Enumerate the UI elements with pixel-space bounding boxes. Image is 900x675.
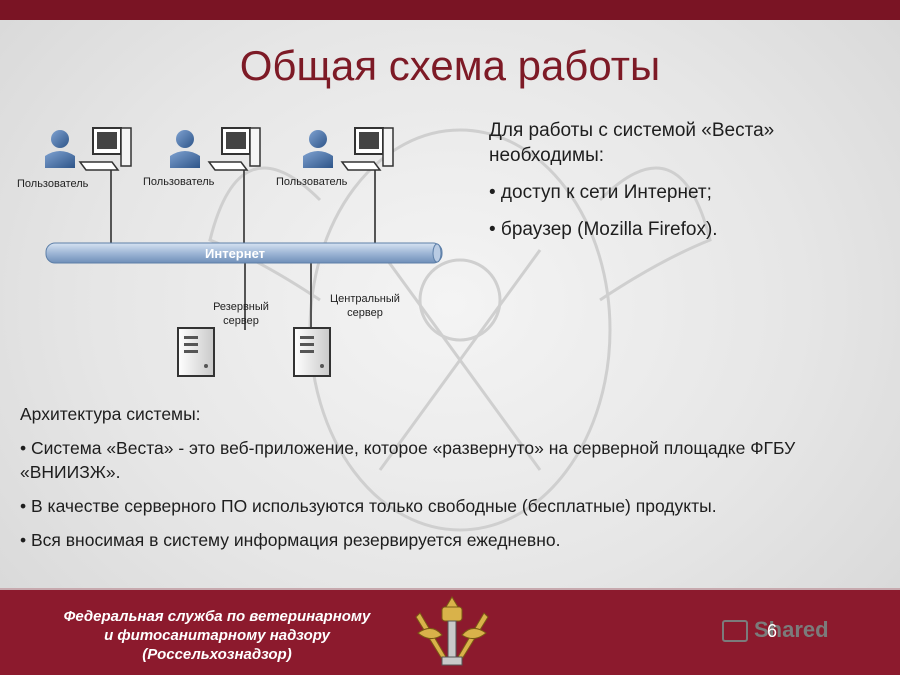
internet-pipe (45, 242, 443, 264)
user-label: Пользователь (143, 176, 215, 188)
footer-divider (0, 588, 900, 590)
user-icon (303, 130, 333, 168)
backup-server-icon (177, 327, 215, 377)
user-label: Пользователь (276, 176, 348, 188)
user-workstation-1 (45, 127, 132, 171)
architecture-item: • Вся вносимая в систему информация резе… (20, 530, 561, 550)
internet-label: Интернет (205, 246, 266, 261)
architecture-item: • Система «Веста» - это веб-приложение, … (20, 438, 796, 482)
agency-name: Федеральная служба по ветеринарному и фи… (63, 608, 371, 663)
user-workstation-2 (170, 127, 261, 171)
computer-icon (207, 127, 261, 171)
watermark-logo: Shared (722, 617, 829, 643)
computer-icon (340, 127, 394, 171)
page-number: 6 (767, 621, 778, 641)
backup-server-label: Резервный сервер (213, 301, 269, 327)
requirement-item: • браузер (Mozilla Firefox). (489, 219, 718, 240)
central-server-label: Центральный сервер (330, 293, 400, 319)
architecture-item: • В качестве серверного ПО используются … (20, 496, 717, 516)
user-icon (45, 130, 75, 168)
architecture-heading: Архитектура системы: (20, 404, 201, 424)
page-title: Общая схема работы (239, 42, 661, 89)
top-bar (0, 0, 900, 20)
computer-icon (78, 127, 132, 171)
user-workstation-3 (303, 127, 394, 171)
presentation-icon (722, 620, 748, 643)
agency-emblem-icon (415, 596, 489, 666)
architecture-block: Архитектура системы: • Система «Веста» -… (20, 402, 890, 562)
user-label: Пользователь (17, 178, 89, 190)
network-diagram (45, 127, 443, 377)
requirements-block: Для работы с системой «Веста» необходимы… (489, 118, 869, 254)
user-icon (170, 130, 200, 168)
central-server-icon (293, 327, 331, 377)
requirement-item: • доступ к сети Интернет; (489, 182, 712, 203)
requirements-intro: Для работы с системой «Веста» необходимы… (489, 120, 775, 166)
